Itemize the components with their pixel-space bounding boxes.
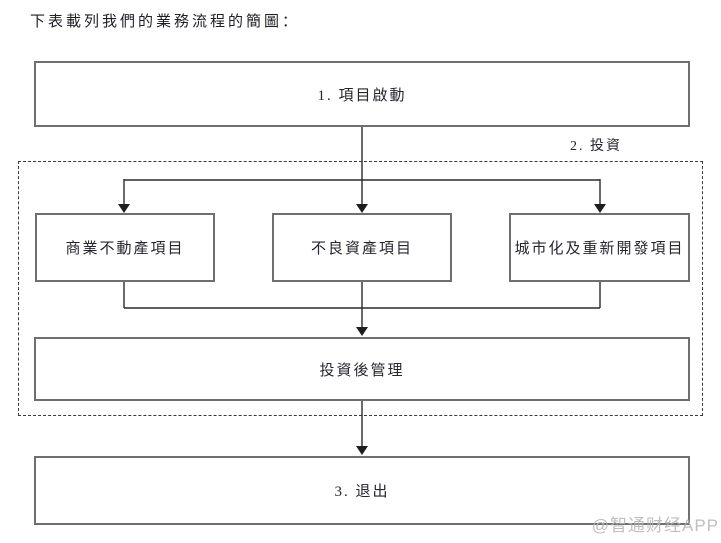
flow-box-urbanization-redevelopment-label: 城市化及重新開發項目	[514, 241, 685, 257]
flow-box-distressed-assets: 不良資產項目	[272, 213, 452, 282]
flow-box-commercial-real-estate-label: 商業不動產項目	[65, 241, 185, 257]
stage-label-investment: 2. 投資	[570, 139, 622, 154]
flow-box-commercial-real-estate: 商業不動產項目	[35, 213, 215, 282]
flow-box-distressed-assets-label: 不良資產項目	[310, 241, 413, 257]
flow-box-exit-label: 3. 退出	[334, 484, 390, 500]
flow-box-post-investment-management-label: 投資後管理	[319, 362, 405, 379]
watermark-text: @智通财经APP	[591, 516, 719, 535]
arrow-down-icon	[356, 446, 368, 455]
diagram-intro-text: 下表載列我們的業務流程的簡圖：	[30, 14, 301, 30]
flow-box-project-initiation: 1. 項目啟動	[34, 61, 690, 127]
investment-stage-dashed-region	[18, 161, 703, 416]
flow-box-exit: 3. 退出	[34, 456, 690, 525]
flow-box-project-initiation-label: 1. 項目啟動	[317, 87, 407, 104]
flow-box-post-investment-management: 投資後管理	[34, 337, 690, 401]
flow-box-urbanization-redevelopment: 城市化及重新開發項目	[509, 213, 690, 282]
